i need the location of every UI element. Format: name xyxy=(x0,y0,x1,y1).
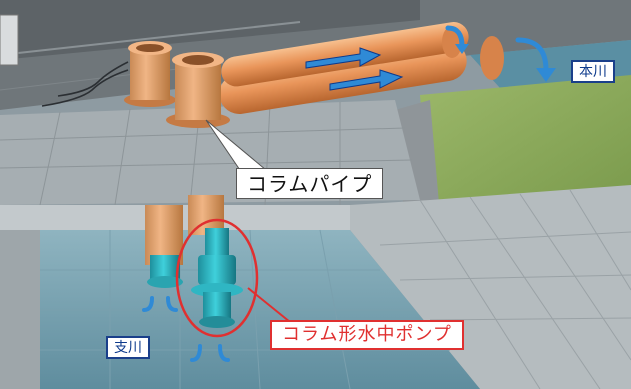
flow-arrow-icon xyxy=(305,47,404,91)
wall-joints xyxy=(379,189,631,389)
grass-embankment xyxy=(420,75,631,210)
pump-label-leader xyxy=(247,287,291,323)
column-pipe-label: コラムパイプ xyxy=(236,168,384,199)
building xyxy=(0,14,19,66)
outflow-arrowhead xyxy=(536,68,556,82)
pipe-head-right xyxy=(166,52,230,128)
cables xyxy=(41,61,129,107)
pump-highlight-ellipse xyxy=(175,218,259,338)
pump-casing xyxy=(203,292,231,320)
pipe-outlet-front xyxy=(480,36,504,80)
discharge-pipe-back xyxy=(221,22,469,87)
inflow-arrow-icon xyxy=(142,296,230,362)
road-line xyxy=(0,21,301,56)
pump-left-body xyxy=(150,255,180,280)
outflow-arrowhead xyxy=(455,44,469,54)
pump-intake xyxy=(199,316,235,328)
outflow-arrow-icon xyxy=(445,25,549,73)
pump-left-base xyxy=(147,276,183,288)
column-submersible-pump-label: コラム形水中ポンプ xyxy=(270,320,464,350)
main-river-label: 本川 xyxy=(571,60,615,83)
tributary-label: 支川 xyxy=(106,336,150,359)
pipe-head-left xyxy=(124,41,176,107)
pump-motor xyxy=(205,228,229,258)
road-shadow xyxy=(0,0,420,60)
pump-body xyxy=(198,255,236,285)
pit-left-wall xyxy=(0,230,40,389)
